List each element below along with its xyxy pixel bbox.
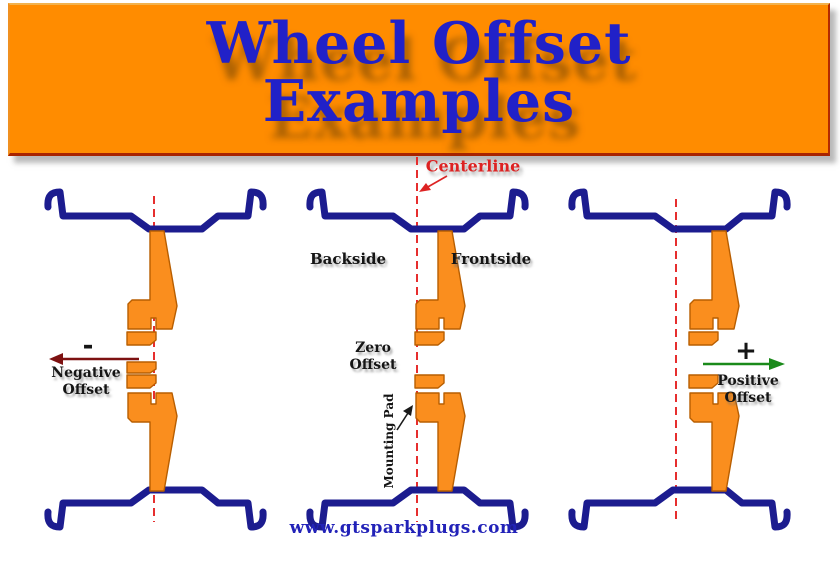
mounting-pad-label: Mounting Pad [382,393,396,489]
plus-sign: + [735,336,757,366]
zero-offset-label: Zero Offset [349,340,397,373]
centerline-dashed-positive [675,199,677,521]
title-banner: Wheel Offset Examples [8,3,830,156]
positive-direction-arrow [703,358,785,370]
disc-cross-section [414,230,466,492]
backside-label: Backside [309,250,387,268]
website-url: www.gtsparkplugs.com [289,518,519,538]
minus-sign: - [82,331,94,361]
zero-offset-wheel-diagram [307,185,527,537]
centerline-label: Centerline [425,156,521,176]
mounting-pad-pointer-arrow [396,405,413,431]
positive-offset-label: Positive Offset [717,373,779,406]
page-title-line2: Examples [262,68,576,135]
negative-offset-label: Negative Offset [51,365,121,398]
centerline-dashed-negative [153,196,155,522]
negative-direction-arrow [49,353,139,365]
rim-cross-section [310,192,525,527]
frontside-label: Frontside [450,250,532,268]
centerline-pointer-arrow [419,175,448,192]
page-title-line1: Wheel Offset [206,10,632,77]
